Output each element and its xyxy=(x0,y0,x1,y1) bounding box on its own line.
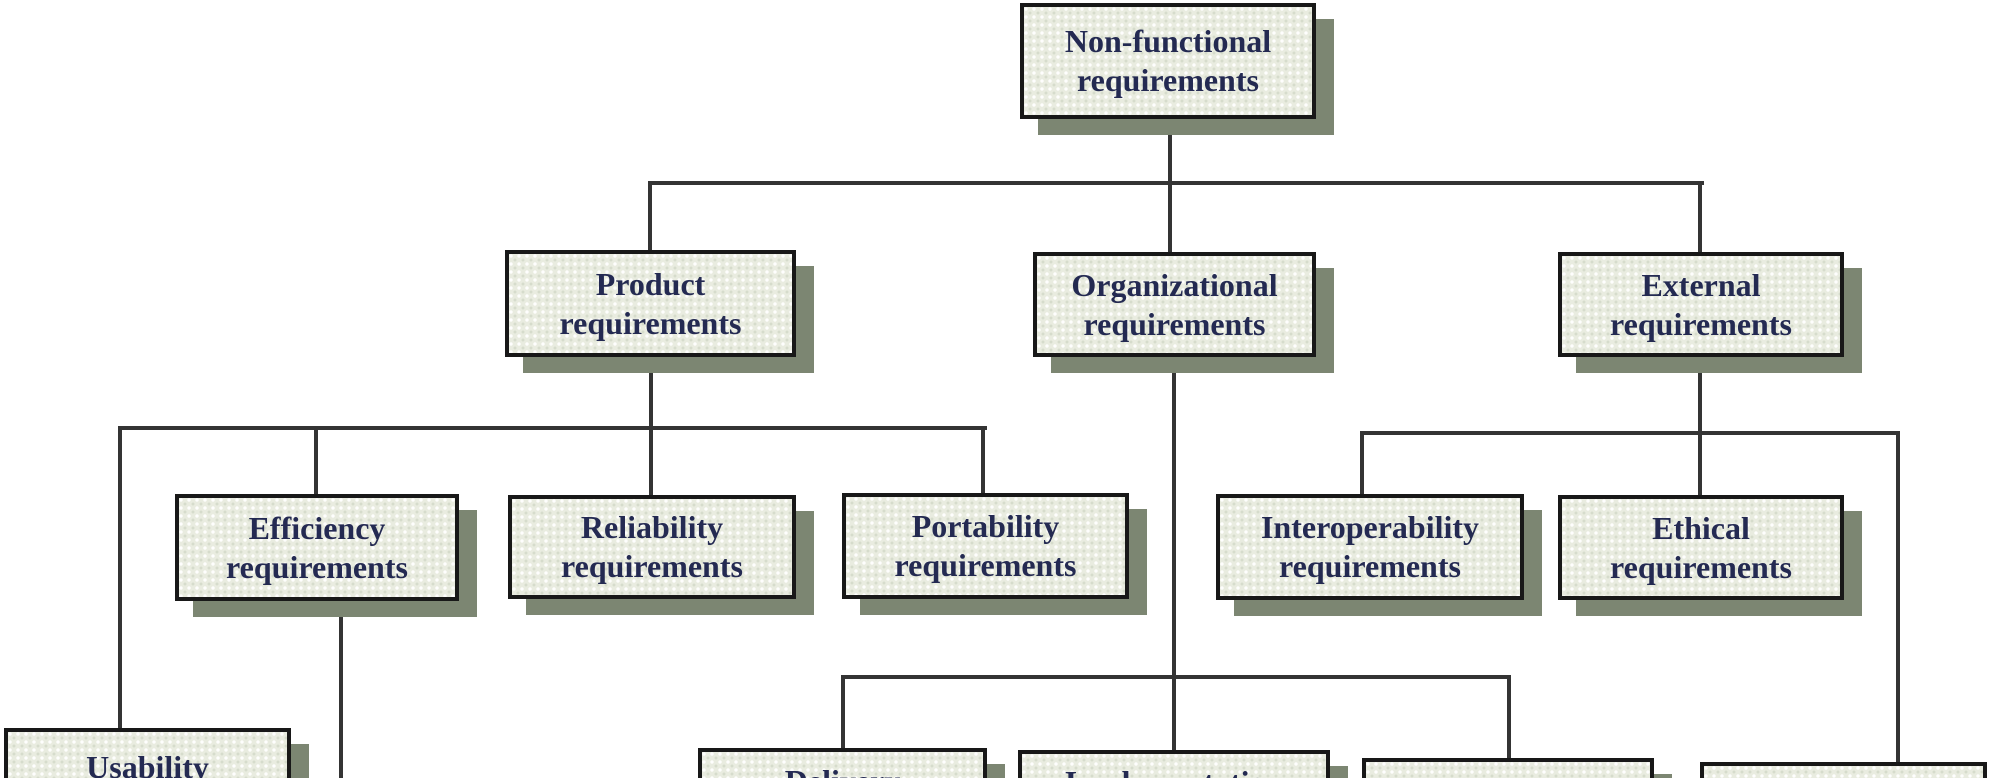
node-label-line1: Efficiency xyxy=(248,509,386,546)
node-portability-requirements: Portability requirements xyxy=(842,493,1129,599)
node-label-line1: External xyxy=(1641,266,1761,303)
node-label-line1: Legislative xyxy=(1770,772,1918,778)
connector-drop-standards xyxy=(1507,675,1511,760)
connector-drop-usability xyxy=(118,426,122,730)
node-label-line2: requirements xyxy=(559,304,742,341)
node-implementation: Implementation xyxy=(1018,750,1330,778)
node-label-line2: requirements xyxy=(894,547,1077,583)
node-label-line1: Non-functional xyxy=(1064,23,1272,59)
node-reliability-requirements: Reliability requirements xyxy=(508,495,796,599)
node-nonfunctional-requirements: Non-functional requirements xyxy=(1020,3,1316,119)
node-product-requirements: Product requirements xyxy=(505,250,796,357)
node-organizational-requirements: Organizational requirements xyxy=(1033,252,1316,357)
connector-drop-portability xyxy=(981,426,985,495)
node-label-line1: Organizational xyxy=(1071,266,1278,303)
connector-external-to-children xyxy=(1698,357,1702,497)
node-label-line1: Reliability xyxy=(580,509,724,545)
connector-drop-efficiency xyxy=(314,426,318,496)
node-label-line2: requirements xyxy=(1610,305,1792,342)
node-label-line2: requirements xyxy=(1279,548,1461,584)
node-label-line1: Usability xyxy=(86,749,209,778)
connector-drop-delivery xyxy=(841,675,845,750)
connector-drop-legislative xyxy=(1896,431,1900,764)
connector-root-to-organizational xyxy=(1168,116,1172,256)
node-efficiency-requirements: Efficiency requirements xyxy=(175,494,459,601)
node-ethical-requirements: Ethical requirements xyxy=(1558,495,1844,600)
node-label-line1: Interoperability xyxy=(1260,509,1480,545)
node-label-line1: Portability xyxy=(911,508,1060,544)
node-standards: Standards xyxy=(1362,758,1654,778)
connector-drop-external xyxy=(1698,181,1702,256)
connector-drop-product xyxy=(648,181,652,254)
node-label-line1: Standards xyxy=(1438,770,1579,778)
node-label-line1: Implementation xyxy=(1065,763,1284,778)
connector-efficiency-to-children xyxy=(339,600,343,778)
connector-organizational-to-children xyxy=(1172,357,1176,752)
connector-organizational-children-horizontal xyxy=(841,675,1511,679)
connector-level1-horizontal xyxy=(648,181,1704,185)
node-delivery: Delivery xyxy=(698,748,987,778)
node-label-line2: requirements xyxy=(1077,62,1259,98)
node-external-requirements: External requirements xyxy=(1558,252,1844,357)
node-usability: Usability xyxy=(4,728,291,778)
node-label-line1: Product xyxy=(595,265,706,302)
node-interoperability-requirements: Interoperability requirements xyxy=(1216,494,1524,600)
node-label-line2: requirements xyxy=(226,548,408,585)
node-label-line1: Ethical xyxy=(1652,509,1750,546)
connector-external-children-horizontal xyxy=(1360,431,1900,435)
node-label-line2: requirements xyxy=(561,548,743,584)
node-label-line1: Delivery xyxy=(785,762,901,778)
connector-product-children-horizontal xyxy=(118,426,987,430)
node-legislative: Legislative xyxy=(1700,762,1987,778)
node-label-line2: requirements xyxy=(1083,305,1266,342)
node-label-line2: requirements xyxy=(1610,548,1792,585)
connector-drop-interoperability xyxy=(1360,431,1364,496)
